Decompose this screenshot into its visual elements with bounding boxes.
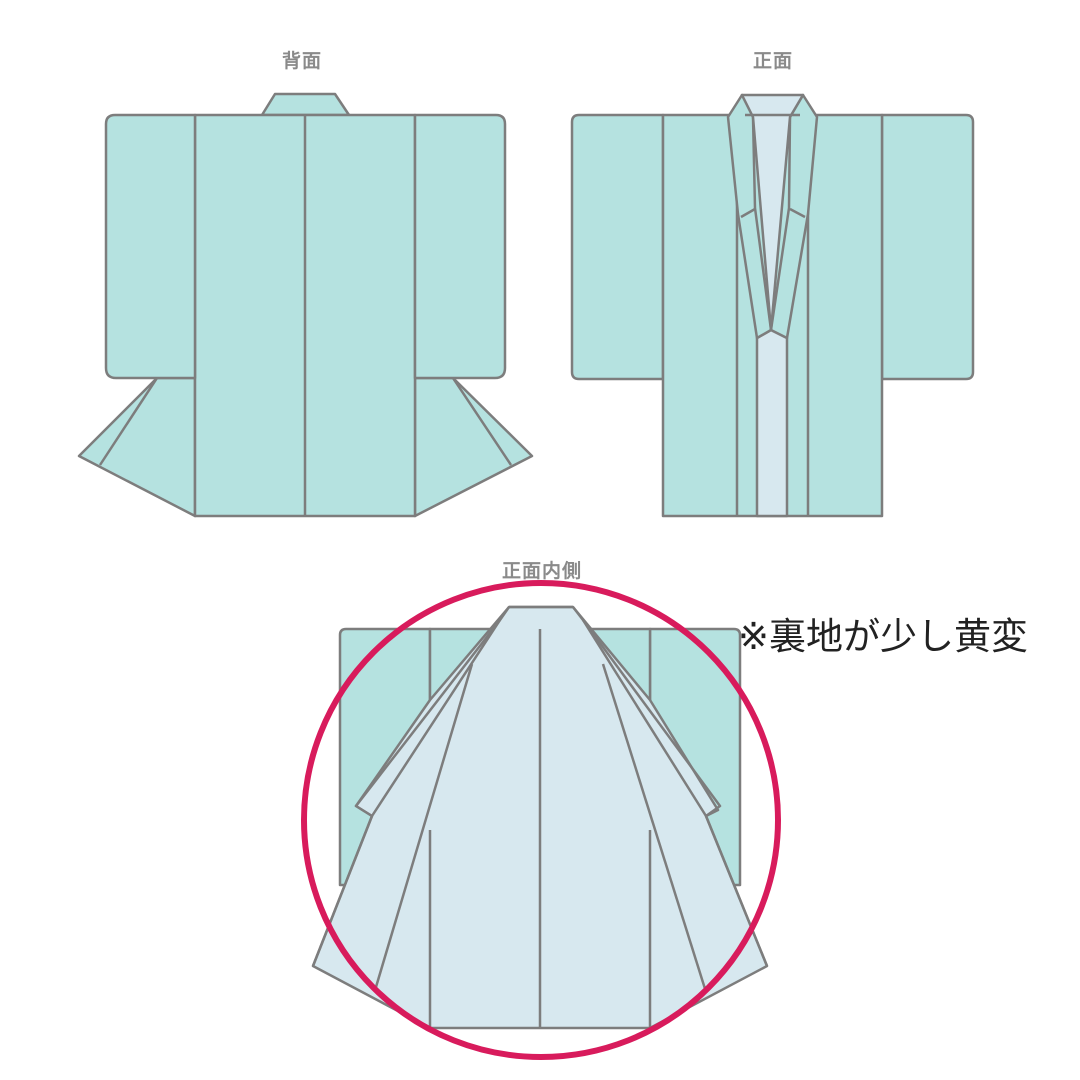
front-inner-view-diagram xyxy=(311,605,769,1030)
lining-yellowing-note: ※裏地が少し黄変 xyxy=(738,615,1029,658)
front-view-diagram xyxy=(570,93,975,518)
front-view-label: 正面 xyxy=(752,50,793,72)
back-view-diagram xyxy=(77,92,534,518)
highlight-circle xyxy=(301,580,781,1060)
back-view-label: 背面 xyxy=(281,50,322,72)
front-inner-view-label: 正面内側 xyxy=(501,560,582,582)
